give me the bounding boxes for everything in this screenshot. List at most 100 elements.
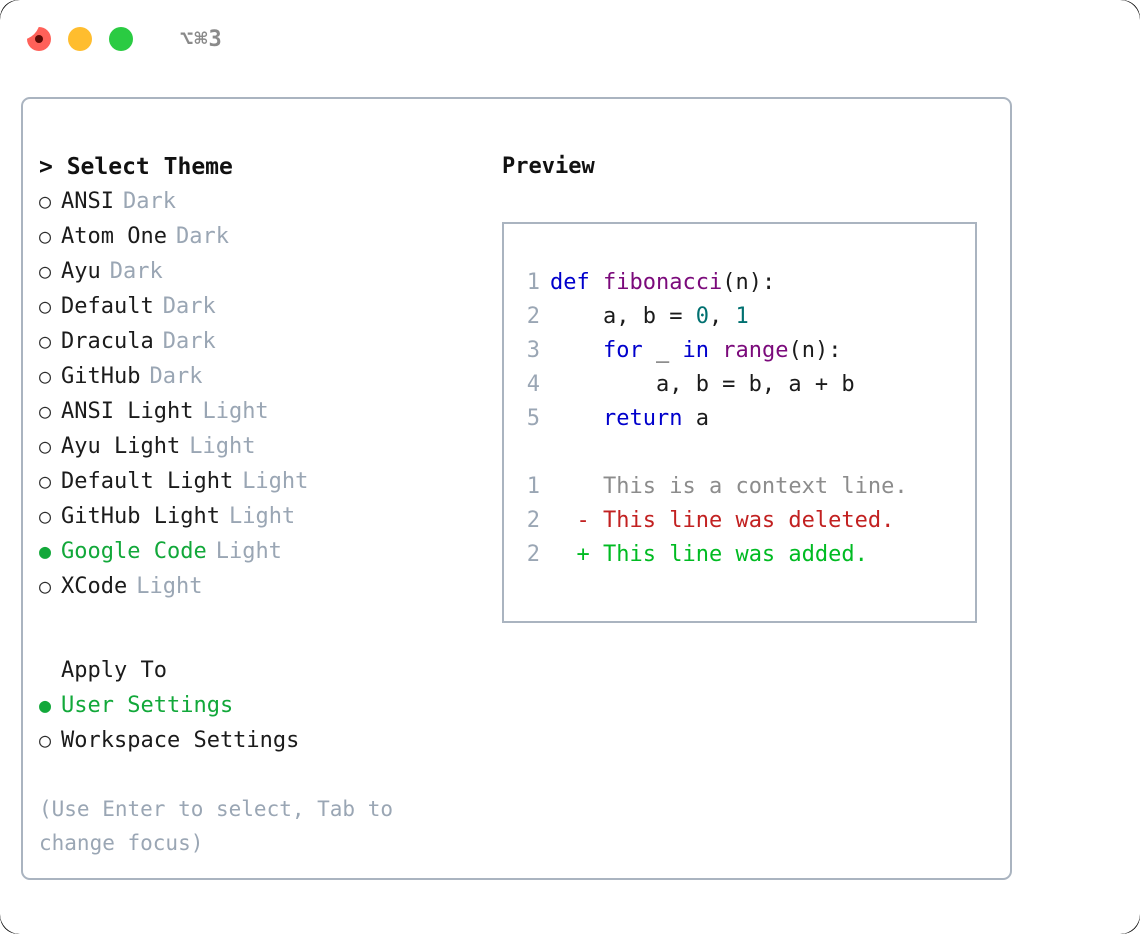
- code-token: a: [682, 406, 709, 431]
- code-text: def fibonacci(n):: [550, 266, 775, 300]
- theme-option-label: Ayu Light: [61, 434, 181, 459]
- theme-option-tag: Light: [189, 434, 256, 459]
- radio-unselected-icon: ○: [39, 364, 52, 388]
- line-number: 2: [526, 542, 540, 567]
- code-token: [550, 406, 603, 431]
- apply-to-section: Apply To ●User Settings○Workspace Settin…: [39, 654, 479, 758]
- line-number: 2: [526, 508, 540, 533]
- diff-text: This line was deleted.: [589, 508, 895, 533]
- theme-option-label: GitHub: [61, 364, 141, 389]
- code-token: a, b = b, a + b: [550, 372, 855, 397]
- theme-option-github[interactable]: ○ GitHub Dark: [39, 359, 479, 394]
- theme-option-tag: Dark: [149, 364, 203, 389]
- code-token: range: [722, 338, 789, 363]
- code-token: 1: [735, 304, 749, 329]
- line-number: 1: [526, 474, 540, 499]
- title-bar: ⌥⌘3: [0, 0, 1140, 78]
- radio-unselected-icon: ○: [39, 574, 52, 598]
- code-line: 4 a, b = b, a + b: [504, 368, 975, 402]
- apply-to-option-label: User Settings: [61, 693, 234, 718]
- diff-line: 2 + This line was added.: [504, 538, 975, 572]
- apply-to-option-workspace-settings[interactable]: ○Workspace Settings: [39, 723, 479, 758]
- code-line: 1 def fibonacci(n):: [504, 266, 975, 300]
- code-line: 3 for _ in range(n):: [504, 334, 975, 368]
- apply-to-option-list[interactable]: ● User Settings ○Workspace Settings: [39, 688, 479, 758]
- diff-text: This is a context line.: [589, 474, 908, 499]
- diff-line: 1 This is a context line.: [504, 470, 975, 504]
- radio-unselected-icon: ○: [39, 259, 52, 283]
- theme-option-tag: Light: [215, 539, 282, 564]
- theme-option-label: ANSI Light: [61, 399, 194, 424]
- diff-text: This line was added.: [589, 542, 868, 567]
- theme-option-tag: Dark: [175, 224, 229, 249]
- theme-option-tag: Dark: [109, 259, 163, 284]
- code-token: (n):: [722, 270, 776, 295]
- code-token: _: [642, 338, 683, 363]
- code-token: in: [682, 338, 709, 363]
- radio-unselected-icon: ○: [39, 504, 52, 528]
- code-token: fibonacci: [603, 270, 723, 295]
- line-number: 4: [526, 372, 540, 397]
- theme-option-tag: Dark: [162, 329, 216, 354]
- code-text: a, b = 0, 1: [550, 300, 749, 334]
- radio-unselected-icon: ○: [39, 294, 52, 318]
- diff-marker: [550, 470, 590, 504]
- theme-option-label: Default: [61, 294, 154, 319]
- line-number: 2: [526, 304, 540, 329]
- radio-unselected-icon: ○: [39, 224, 52, 248]
- code-token: return: [602, 406, 683, 431]
- diff-line: 2 - This line was deleted.: [504, 504, 975, 538]
- radio-unselected-icon: ○: [39, 469, 52, 493]
- code-spacer: [504, 436, 975, 470]
- code-line: 5 return a: [504, 402, 975, 436]
- theme-option-tag: Light: [202, 399, 269, 424]
- window-corner-bottom-left: [0, 894, 40, 934]
- code-token: a, b =: [550, 304, 696, 329]
- theme-option-tag: Dark: [162, 294, 216, 319]
- keyboard-hint-text: (Use Enter to select, Tab to change focu…: [39, 797, 406, 855]
- theme-option-ayu-light[interactable]: ○ Ayu Light Light: [39, 429, 479, 464]
- radio-selected-icon: ●: [39, 539, 52, 563]
- radio-selected-icon: ●: [39, 693, 52, 717]
- diff-sample: 1 This is a context line.2 - This line w…: [504, 470, 975, 572]
- code-line: 2 a, b = 0, 1: [504, 300, 975, 334]
- apply-to-option-user-settings[interactable]: ● User Settings: [39, 688, 479, 723]
- radio-unselected-icon: ○: [39, 434, 52, 458]
- code-token: def: [550, 270, 590, 295]
- window-corner-top-right: [1100, 0, 1140, 40]
- code-token: [709, 338, 722, 363]
- code-token: [550, 338, 603, 363]
- diff-marker: -: [550, 508, 590, 533]
- radio-unselected-icon: ○: [39, 728, 52, 752]
- theme-option-label: ANSI: [61, 189, 114, 214]
- minimize-button[interactable]: [68, 27, 92, 51]
- theme-option-tag: Light: [136, 574, 203, 599]
- theme-option-label: GitHub Light: [61, 504, 220, 529]
- maximize-button[interactable]: [109, 27, 133, 51]
- theme-option-label: Dracula: [61, 329, 154, 354]
- line-number: 3: [526, 338, 540, 363]
- theme-option-default[interactable]: ○ Default Dark: [39, 289, 479, 324]
- code-text: for _ in range(n):: [550, 334, 841, 368]
- theme-option-ansi-light[interactable]: ○ ANSI Light Light: [39, 394, 479, 429]
- code-token: (n):: [788, 338, 842, 363]
- line-number: 1: [526, 270, 540, 295]
- radio-unselected-icon: ○: [39, 399, 52, 423]
- window-corner-bottom-right: [1100, 894, 1140, 934]
- code-text: return a: [550, 402, 709, 436]
- theme-option-tag: Light: [242, 469, 309, 494]
- code-text: a, b = b, a + b: [550, 368, 855, 402]
